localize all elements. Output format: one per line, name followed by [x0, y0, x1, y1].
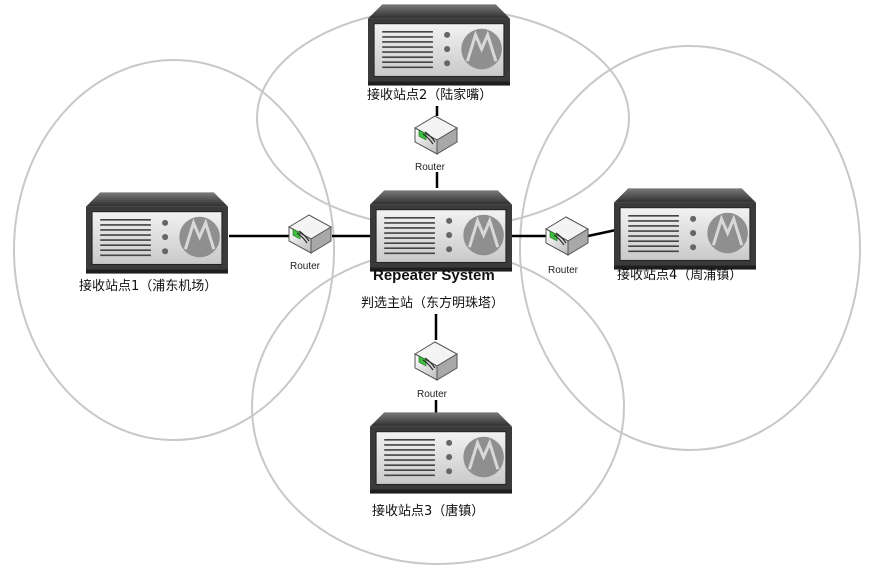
router-bottom-label: Router: [417, 389, 448, 400]
station-2-label: 接收站点2（陆家嘴）: [367, 88, 493, 103]
server-station-3: [370, 412, 512, 494]
center-title: Repeater System: [373, 267, 495, 284]
server-center: [370, 190, 512, 272]
server-station-1: [86, 192, 228, 274]
servers: [86, 4, 756, 494]
router-left-icon: [288, 214, 332, 254]
router-bottom-icon: [414, 341, 458, 381]
router-right-icon: [545, 216, 589, 256]
coverage-circle-station-1: [13, 59, 335, 441]
station-1-label: 接收站点1（浦东机场）: [79, 279, 218, 294]
router-top-label: Router: [415, 162, 446, 173]
coverage-circle-station-4: [519, 45, 861, 451]
router-left-label: Router: [290, 261, 321, 272]
server-station-2: [368, 4, 510, 86]
router-right-label: Router: [548, 265, 579, 276]
center-label: 判选主站（东方明珠塔）: [361, 296, 505, 311]
server-station-4: [614, 188, 756, 270]
station-3-label: 接收站点3（唐镇）: [372, 504, 485, 519]
station-4-label: 接收站点4（周浦镇）: [617, 268, 743, 283]
link-router-station4: [587, 228, 617, 238]
router-top-icon: [414, 115, 458, 155]
